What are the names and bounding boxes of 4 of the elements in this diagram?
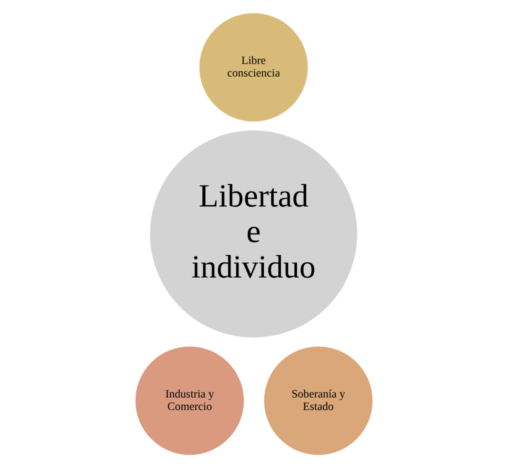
node-circle: Industria y Comercio [133, 344, 246, 458]
node-circle: Soberanía y Estado [262, 344, 375, 458]
node-circle: Libre consciencia [196, 10, 310, 124]
node-circle: Libertad e individuo [148, 128, 360, 340]
